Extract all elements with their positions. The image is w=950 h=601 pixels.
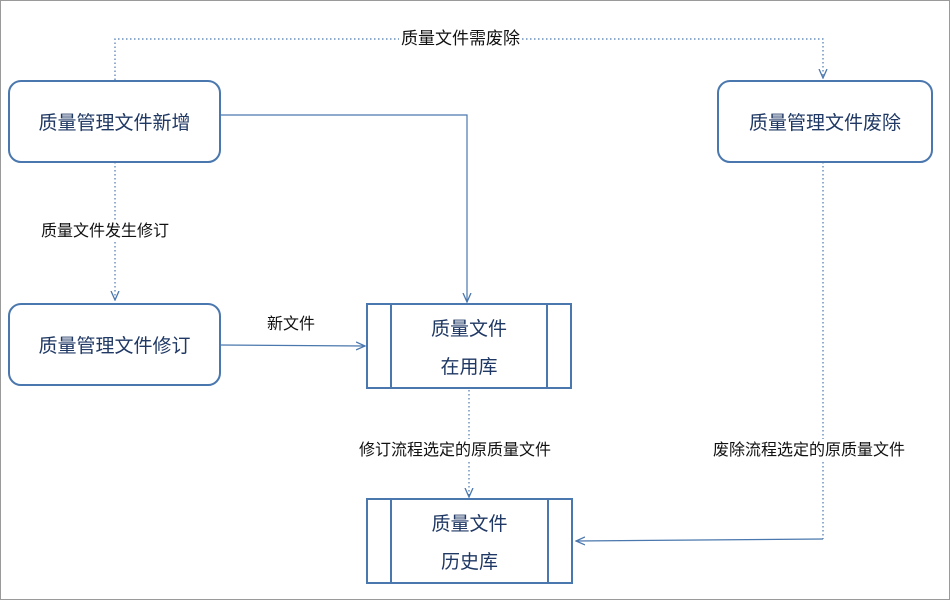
store-in-use-line2: 在用库	[440, 356, 498, 378]
edge-label-revision-selected: 修订流程选定的原质量文件	[357, 439, 554, 461]
node-quality-file-add-label: 质量管理文件新增	[38, 112, 191, 134]
store-history-line2: 历史库	[440, 551, 498, 573]
edge-add-to-in-use	[220, 114, 467, 302]
store-history-left-bar	[390, 500, 392, 582]
node-quality-file-abolish-label: 质量管理文件废除	[748, 112, 901, 134]
edge-abolish-to-history	[576, 539, 824, 541]
edge-revise-to-in-use	[219, 345, 365, 346]
store-in-use-line1: 质量文件	[430, 318, 507, 340]
node-quality-file-revise[interactable]: 质量管理文件修订	[8, 303, 221, 386]
store-in-use-right-bar	[546, 305, 548, 387]
store-history[interactable]: 质量文件 历史库	[366, 498, 573, 584]
edge-add-to-abolish	[114, 38, 823, 80]
edge-label-new-file: 新文件	[265, 313, 318, 335]
edge-label-revision-occurs: 质量文件发生修订	[39, 220, 172, 242]
store-in-use-left-bar	[390, 305, 392, 387]
node-quality-file-add[interactable]: 质量管理文件新增	[8, 80, 221, 163]
edge-label-needs-abolish: 质量文件需废除	[399, 28, 522, 50]
node-quality-file-abolish[interactable]: 质量管理文件废除	[717, 80, 933, 163]
edge-label-abolish-selected: 废除流程选定的原质量文件	[711, 439, 908, 461]
store-history-right-bar	[547, 500, 549, 582]
node-quality-file-revise-label: 质量管理文件修订	[38, 335, 191, 357]
store-history-line1: 质量文件	[431, 513, 508, 535]
store-in-use[interactable]: 质量文件 在用库	[366, 303, 572, 389]
